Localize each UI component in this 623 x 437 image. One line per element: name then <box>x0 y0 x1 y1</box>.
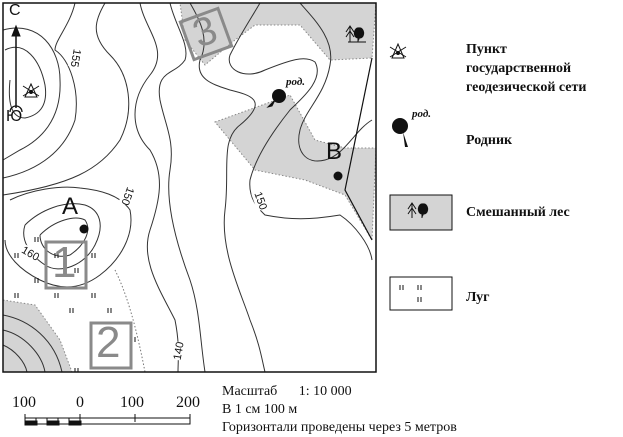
north-label: С <box>9 2 21 19</box>
legend-geodetic-icon <box>389 42 407 59</box>
scale-title-row: Масштаб 1: 10 000 <box>222 383 352 401</box>
scale-tick-100-left: 100 <box>12 394 36 411</box>
south-label: Ю <box>6 108 23 125</box>
point-a-label: А <box>62 193 79 220</box>
legend-geodetic-label: Пункт государственной геодезической сети <box>466 40 586 97</box>
forest-area-southwest <box>2 299 73 373</box>
forest-area-north <box>179 2 377 66</box>
legend-text-line: государственной <box>466 61 572 76</box>
scale-tick-100: 100 <box>120 394 144 411</box>
legend-meadow-swatch <box>389 276 453 311</box>
legend-forest-icon <box>407 202 429 218</box>
scale-tick-200: 200 <box>176 394 200 411</box>
north-arrow-icon <box>9 24 23 113</box>
legend-spring-icon <box>392 118 408 147</box>
meadow-marks <box>14 237 136 372</box>
spring-label: род. <box>286 76 306 88</box>
point-b-label: В <box>326 138 343 165</box>
scale-bar <box>24 414 191 426</box>
legend-text-line: геодезической сети <box>466 80 587 95</box>
legend-spring-label: Родник <box>466 133 513 148</box>
point-b-marker <box>333 171 343 181</box>
spring-icon <box>266 89 286 108</box>
plot-1-label: 1 <box>52 238 77 287</box>
forest-area-middle <box>214 94 377 242</box>
legend-text-line: Пункт <box>466 42 507 57</box>
legend-spring-icon-text: род. <box>412 108 432 120</box>
geodetic-point-icon <box>22 82 40 98</box>
plot-3-frame <box>178 6 234 62</box>
legend-forest-label: Смешанный лес <box>466 205 570 220</box>
contour-interval-note: Горизонтали проведены через 5 метров <box>222 420 457 435</box>
scale-title: Масштаб <box>222 384 278 399</box>
road-line <box>344 57 373 241</box>
legend-meadow-label: Луг <box>466 290 490 305</box>
map-frame <box>2 2 377 373</box>
scale-per-cm: В 1 см 100 м <box>222 402 298 417</box>
mixed-forest-icon <box>345 25 366 43</box>
scale-tick-0: 0 <box>76 394 84 411</box>
plot-2-label: 2 <box>96 318 121 367</box>
legend-meadow-icon <box>399 285 422 302</box>
legend-forest-swatch <box>389 194 453 231</box>
scale-ratio: 1: 10 000 <box>298 384 352 399</box>
plot-1-frame <box>44 240 88 290</box>
point-a-marker <box>79 224 89 234</box>
plot-2-frame <box>89 321 133 370</box>
